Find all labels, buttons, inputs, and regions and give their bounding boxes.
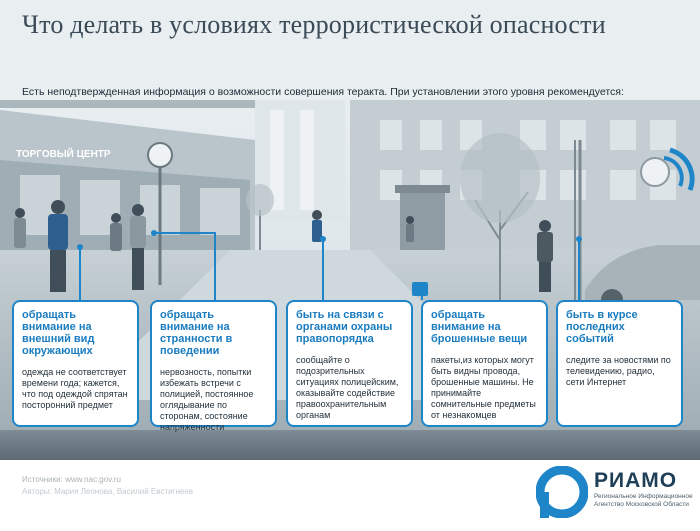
card-heading: обращать внимание на странности в поведе…: [160, 309, 233, 357]
connector-line-2: [154, 232, 216, 234]
page-title: Что делать в условиях террористической о…: [22, 10, 606, 39]
connector-dot-1: [77, 244, 83, 250]
card-heading: обращать внимание на брошенные вещи: [431, 309, 528, 345]
card-appearance: обращать внимание на внешний вид окружаю…: [12, 300, 139, 427]
source-text: Источники: www.nac.gov.ru: [22, 475, 121, 484]
connector-line-4: [421, 290, 423, 300]
riamo-logo-icon: [536, 466, 588, 518]
connector-line-5: [578, 240, 580, 300]
logo-name: РИАМО: [594, 469, 678, 492]
card-heading: быть на связи с органами охраны правопор…: [296, 309, 393, 345]
bottom-band: [0, 430, 700, 460]
store-sign: ТОРГОВЫЙ ЦЕНТР: [16, 147, 111, 160]
authors-text: Авторы: Мария Леонова, Василий Евстигнее…: [22, 487, 194, 496]
card-heading: обращать внимание на внешний вид окружаю…: [22, 309, 95, 357]
connector-dot-5: [576, 236, 582, 242]
card-police-contact: быть на связи с органами охраны правопор…: [286, 300, 413, 427]
card-body: пакеты,из которых могут быть видны прово…: [431, 355, 536, 420]
card-body: следите за новостями по телевидению, рад…: [566, 355, 671, 387]
card-body: нервозность, попытки избежать встречи с …: [160, 367, 254, 432]
connector-line-3: [322, 240, 324, 300]
card-body: сообщайте о подозрительных ситуациях пол…: [296, 355, 399, 420]
page-subtitle: Есть неподтвержденная информация о возмо…: [22, 86, 624, 98]
connector-dot-3: [320, 236, 326, 242]
card-body: одежда не соответствует времени года; ка…: [22, 367, 128, 410]
card-heading: быть в курсе последних событий: [566, 309, 638, 345]
card-behavior: обращать внимание на странности в поведе…: [150, 300, 277, 432]
connector-dot-2: [151, 230, 157, 236]
connector-line-2b: [214, 232, 216, 300]
card-abandoned-items: обращать внимание на брошенные вещи паке…: [421, 300, 548, 427]
connector-line-1: [79, 248, 81, 300]
logo-subtitle: Региональное Информационное Агентство Мо…: [594, 493, 693, 508]
card-news: быть в курсе последних событий следите з…: [556, 300, 683, 427]
